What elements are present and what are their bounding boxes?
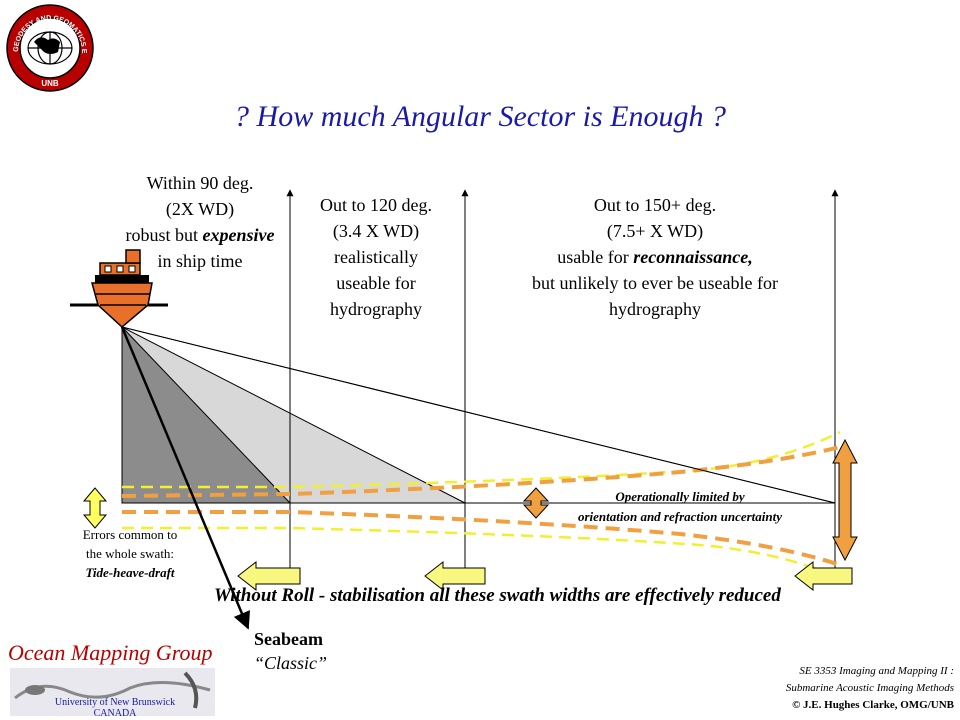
sector-120-caption: Out to 120 deg. (3.4 X WD) realistically… xyxy=(320,195,432,319)
page-title: ? How much Angular Sector is Enough ? xyxy=(234,100,726,133)
university-label: University of New Brunswick CANADA xyxy=(54,697,176,719)
ocean-mapping-group-logo: Ocean Mapping Group xyxy=(8,640,213,665)
yellow-lower-envelope xyxy=(122,526,841,580)
yellow-left-arrow-1-icon xyxy=(237,560,301,592)
yellow-left-arrow-2-icon xyxy=(424,560,486,592)
double-arrow-mid-icon xyxy=(522,487,550,519)
svg-text:UNB: UNB xyxy=(41,79,59,88)
sector-90-fan xyxy=(121,325,292,504)
ship-icon xyxy=(70,249,168,328)
common-errors-note: Errors common to the whole swath: Tide-h… xyxy=(82,527,178,580)
seafloor-image-icon xyxy=(10,668,215,716)
double-arrow-right-icon xyxy=(832,438,858,562)
sector-150-caption: Out to 150+ deg. (7.5+ X WD) usable for … xyxy=(532,195,778,319)
orange-upper-envelope xyxy=(121,445,841,498)
operationally-limited-note: Operationally limited by orientation and… xyxy=(577,489,783,524)
double-arrow-left-icon xyxy=(82,487,108,529)
yellow-left-arrow-3-icon xyxy=(794,560,853,592)
sector-90-caption: Within 90 deg. (2X WD) robust but expens… xyxy=(125,173,275,271)
course-credit: SE 3353 Imaging and Mapping II : Submari… xyxy=(785,665,954,711)
orange-lower-envelope xyxy=(122,510,841,567)
unb-geodesy-logo: GEODESY AND GEOMATICS ENGINEERING UNB xyxy=(4,2,94,92)
seabeam-label: Seabeam “Classic” xyxy=(254,629,328,673)
seabeam-arrow xyxy=(120,326,250,630)
roll-stabilisation-note: Without Roll - stabilisation all these s… xyxy=(214,585,781,606)
yellow-upper-envelope xyxy=(122,430,841,489)
